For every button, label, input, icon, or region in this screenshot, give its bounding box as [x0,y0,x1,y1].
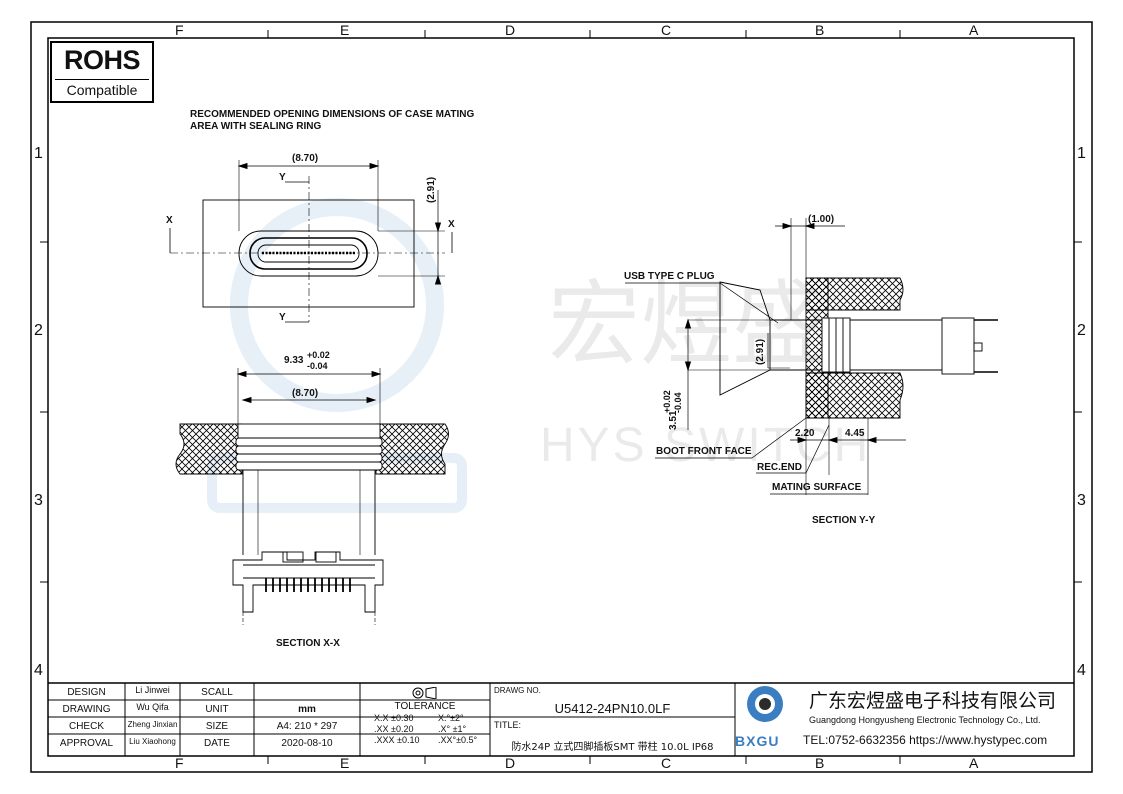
watermark-english: HYS SWITCH [540,419,872,472]
title-label: TITLE: [494,720,522,730]
tolerance-x-angular: X.°±2° [438,713,464,723]
date-value: 2020-08-10 [281,738,333,749]
tolerance-x-linear: X.X ±0.30 [374,713,414,723]
xx-inner-dim: (8.70) [292,388,319,399]
yy-top-dim: (1.00) [808,214,835,225]
date-label: DATE [204,738,230,749]
zone-col-bottom-d: D [505,755,516,771]
zone-col-bottom-f: F [175,755,184,771]
company-name-english: Guangdong Hongyusheng Electronic Technol… [809,715,1041,725]
top-view [169,160,453,323]
axis-y-top: Y [279,172,286,183]
design-name: Li Jinwei [135,685,170,695]
rohs-badge: ROHS Compatible [50,41,154,103]
company-logo-icon [747,686,783,722]
zone-col-top-f: F [175,22,184,38]
zone-row-right-4: 4 [1077,662,1086,679]
drawing-label: DRAWING [62,704,111,715]
zone-col-bottom-b: B [815,755,825,771]
yy-dim-a: 2.20 [795,428,815,439]
tolerance-label: TOLERANCE [394,701,456,712]
top-view-width-dim: (8.70) [292,153,319,164]
boot-front-face-label: BOOT FRONT FACE [656,446,752,457]
scale-label: SCALL [201,687,233,698]
yy-dim-b: 4.45 [845,428,865,439]
zone-col-bottom-a: A [969,755,979,771]
zone-row-right-3: 3 [1077,492,1086,509]
drawing-heading-line2: AREA WITH SEALING RING [190,121,322,132]
company-name-chinese: 广东宏煜盛电子科技有限公司 [809,690,1057,712]
zone-row-left-2: 2 [34,322,43,339]
zone-row-left-3: 3 [34,492,43,509]
yy-plug-dim: (2.91) [755,338,766,365]
zone-col-top-a: A [969,22,979,38]
rec-end-label: REC.END [757,462,803,473]
size-value: A4: 210 * 297 [276,721,338,732]
title-block-grid [48,682,1074,756]
size-label: SIZE [205,721,229,732]
section-yy-caption: SECTION Y-Y [812,515,876,526]
tolerance-xx-linear: .XX ±0.20 [374,724,414,734]
section-xx-caption: SECTION X-X [276,638,340,649]
zone-row-right-1: 1 [1077,145,1086,162]
zone-col-top-c: C [661,22,672,38]
yy-tol-minus: -0.04 [673,392,683,413]
zone-col-top-d: D [505,22,516,38]
yy-height-dim: 3.51 [668,410,679,430]
company-contact: TEL:0752-6632356 https://www.hystypec.co… [803,733,1048,747]
zone-row-right-2: 2 [1077,322,1086,339]
zone-col-bottom-e: E [340,755,350,771]
tolerance-xx-angular: .X° ±1° [438,724,467,734]
drawing-name: Wu Qifa [136,702,169,712]
projection-icon [412,686,438,704]
zone-col-top-b: B [815,22,825,38]
tolerance-xxx-linear: .XXX ±0.10 [374,735,420,745]
check-name: Zheng Jinxian [127,720,178,729]
unit-label: UNIT [205,704,229,715]
zone-ticks [40,30,1082,764]
watermark-chinese: 宏煜盛 [548,271,825,378]
axis-y-bottom: Y [279,312,286,323]
rohs-subtitle: Compatible [66,82,138,98]
axis-x-left: X [166,215,173,226]
company-logo-text: BXGU [735,733,780,749]
top-view-height-dim: (2.91) [426,176,437,203]
rohs-title: ROHS [63,45,141,75]
outer-frame [30,21,1093,773]
zone-row-left-4: 4 [34,662,43,679]
xx-main-dim: 9.33 [284,355,304,366]
axis-x-right: X [448,219,455,230]
tolerance-xxx-angular: .XX°±0.5° [438,735,478,745]
mating-surface-label: MATING SURFACE [772,482,862,493]
unit-value: mm [298,704,316,715]
drawing-heading-line1: RECOMMENDED OPENING DIMENSIONS OF CASE M… [190,109,475,120]
yy-tol-plus: +0.02 [662,390,672,413]
xx-tol-minus: -0.04 [307,361,328,371]
zone-col-bottom-c: C [661,755,672,771]
zone-row-left-1: 1 [34,145,43,162]
section-yy-view [625,218,998,495]
inner-frame [47,37,1075,757]
design-label: DESIGN [67,687,106,698]
zone-col-top-e: E [340,22,350,38]
drawing-no-label: DRAWG NO. [494,686,541,695]
drawing-no-value: U5412-24PN10.0LF [554,701,671,716]
usb-plug-label: USB TYPE C PLUG [624,271,715,282]
xx-tol-plus: +0.02 [307,350,330,360]
title-value: 防水24P 立式四脚插板SMT 带柱 10.0L IP68 [511,742,714,753]
check-label: CHECK [68,721,104,732]
approval-label: APPROVAL [59,738,114,749]
section-xx-view [175,368,449,625]
approval-name: Liu Xiaohong [129,737,176,746]
